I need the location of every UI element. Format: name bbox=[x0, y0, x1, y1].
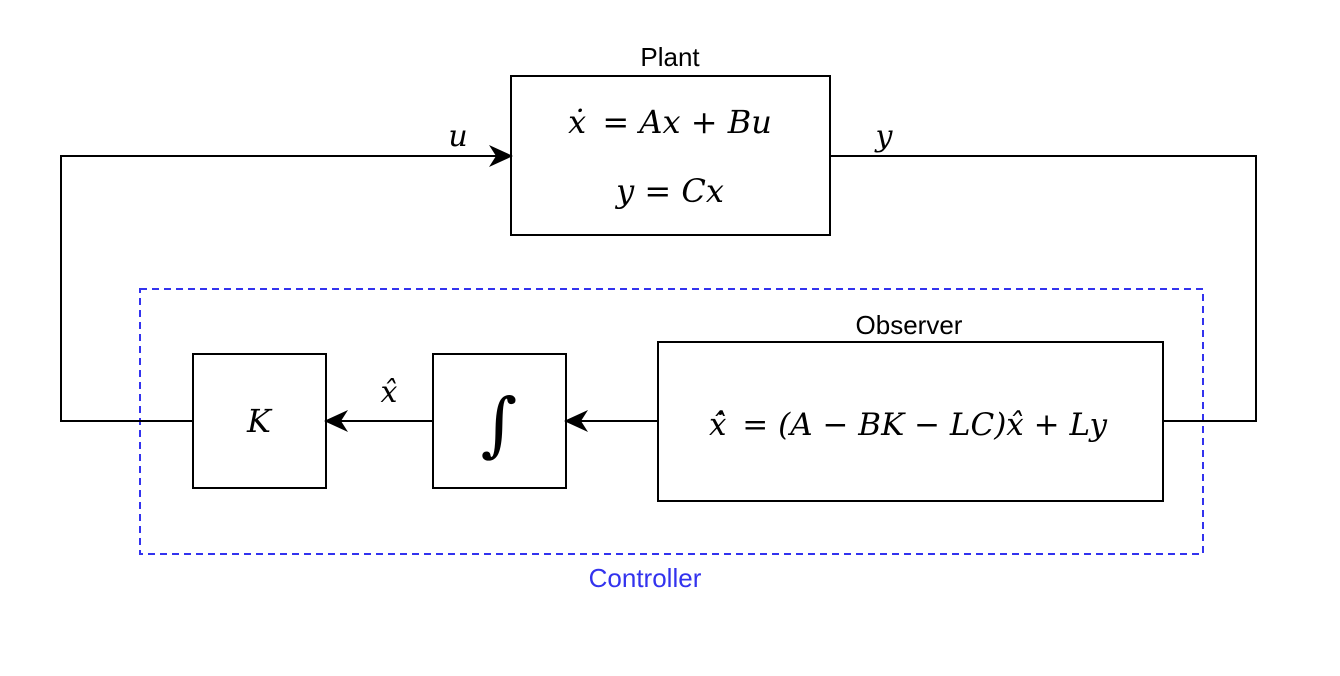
output-signal-line bbox=[830, 155, 1257, 422]
input-signal-line bbox=[60, 145, 513, 422]
controller-title: Controller bbox=[589, 563, 702, 593]
plant-output-equation: y = Cx bbox=[614, 172, 724, 210]
plant-state-rhs: = Ax + Bu bbox=[602, 103, 771, 141]
plant-block bbox=[510, 75, 831, 236]
input-signal-label: u bbox=[448, 119, 467, 154]
observer-equation: x̂̇ = (A − BK − LC)x̂ + Ly bbox=[709, 407, 1108, 443]
gain-block bbox=[192, 353, 327, 489]
plant-state-lhs: ẋ bbox=[568, 103, 586, 141]
observer-title: Observer bbox=[856, 310, 963, 340]
plant-title: Plant bbox=[640, 42, 700, 72]
observer-eq-lhs: x̂̇ bbox=[709, 407, 727, 443]
gain-label: K bbox=[246, 402, 273, 440]
estimate-signal-label: x̂ bbox=[381, 375, 398, 410]
observer-eq-rhs: = (A − BK − LC)x̂ + Ly bbox=[742, 407, 1107, 443]
output-signal-label: y bbox=[874, 119, 894, 154]
integrator-block bbox=[432, 353, 567, 489]
plant-state-equation: ẋ = Ax + Bu bbox=[568, 103, 772, 141]
integrator-symbol: ∫ bbox=[481, 383, 517, 465]
